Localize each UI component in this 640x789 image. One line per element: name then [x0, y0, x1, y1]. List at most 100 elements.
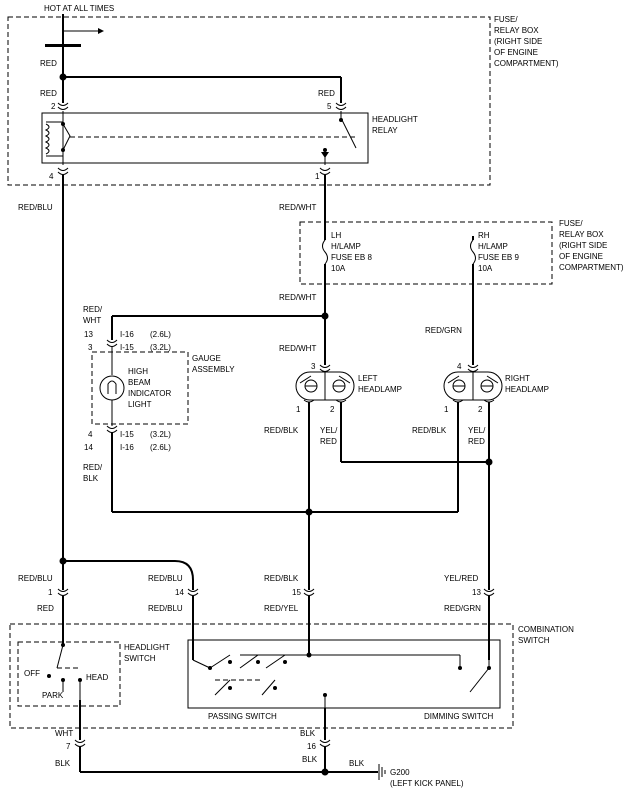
wire-red-wht-3: RED/WHT [279, 344, 316, 353]
svg-text:I-15: I-15 [120, 343, 134, 352]
wire-wht-7: WHT [55, 729, 73, 738]
svg-text:FUSE EB 8: FUSE EB 8 [331, 253, 372, 262]
svg-text:3: 3 [88, 343, 93, 352]
indicator-label-1: HIGH [128, 367, 148, 376]
right-headlamp: 4 RIGHT HEADLAMP 1 2 [443, 362, 549, 414]
svg-text:2: 2 [478, 405, 483, 414]
indicator-label-2: BEAM [128, 378, 151, 387]
headlight-relay: HEADLIGHT RELAY [41, 111, 418, 165]
gauge-label-2: ASSEMBLY [192, 365, 235, 374]
battery-bar [45, 44, 81, 47]
svg-text:RH: RH [478, 231, 490, 240]
power-source: HOT AT ALL TIMES [44, 4, 114, 47]
wire-red-wht-1: RED/WHT [279, 203, 316, 212]
svg-text:(3.2L): (3.2L) [150, 430, 171, 439]
wire-red-blk-r: RED/BLK [412, 426, 447, 435]
wire-red-blu-sw14a: RED/BLU [148, 574, 183, 583]
svg-text:RIGHT: RIGHT [505, 374, 530, 383]
svg-text:FUSE EB 9: FUSE EB 9 [478, 253, 519, 262]
switch-head-label: HEAD [86, 673, 108, 682]
combo-pin-7: 7 [66, 742, 71, 751]
svg-text:(RIGHT SIDE: (RIGHT SIDE [494, 37, 542, 46]
wire-red-wht-gauge-2: WHT [83, 316, 101, 325]
combo-pin-16: 16 [307, 742, 316, 751]
svg-text:COMPARTMENT): COMPARTMENT) [559, 263, 624, 272]
wire-red-blk-l: RED/BLK [264, 426, 299, 435]
relay-pin-2: 2 [51, 102, 56, 111]
dimming-switch-label: DIMMING SWITCH [424, 712, 494, 721]
splice-blk [321, 768, 329, 776]
fuse-box-top-label: FUSE/ RELAY BOX (RIGHT SIDE OF ENGINE CO… [494, 15, 559, 68]
passing-switch-contacts [192, 652, 491, 708]
svg-text:OF ENGINE: OF ENGINE [559, 252, 603, 261]
ground-id: G200 [390, 768, 410, 777]
wire-red-sw1: RED [37, 604, 54, 613]
wire-red-yel-sw15: RED/YEL [264, 604, 299, 613]
wire-red-blk-sw15: RED/BLK [264, 574, 299, 583]
svg-text:I-16: I-16 [120, 330, 134, 339]
fuse-relay-box-top [7, 16, 491, 186]
svg-text:1: 1 [444, 405, 449, 414]
svg-text:H/LAMP: H/LAMP [331, 242, 361, 251]
svg-text:(2.6L): (2.6L) [150, 443, 171, 452]
relay-pin-4: 4 [49, 172, 54, 181]
passing-dimming-switch [187, 639, 501, 709]
wire-yel-red-l-2: RED [320, 437, 337, 446]
gauge-assembly-box [91, 351, 189, 425]
wire-yel-red-r-1: YEL/ [468, 426, 486, 435]
splice-yel-red [485, 458, 493, 466]
headlight-switch-box [17, 641, 121, 707]
combo-pin-15: 15 [292, 588, 301, 597]
svg-text:2: 2 [330, 405, 335, 414]
indicator-label-3: INDICATOR [128, 389, 171, 398]
fuse-box-mid-label: FUSE/ RELAY BOX (RIGHT SIDE OF ENGINE CO… [559, 219, 624, 272]
wire-red-blu-sw14b: RED/BLU [148, 604, 183, 613]
rh-headlamp-fuse: RH H/LAMP FUSE EB 9 10A [470, 231, 519, 273]
high-beam-indicator-light [99, 375, 125, 401]
svg-text:LH: LH [331, 231, 341, 240]
wire-blk-16b: BLK [302, 755, 318, 764]
svg-text:FUSE/: FUSE/ [494, 15, 518, 24]
hot-at-all-times-label: HOT AT ALL TIMES [44, 4, 114, 13]
wire-blk-7: BLK [55, 759, 71, 768]
svg-text:RELAY BOX: RELAY BOX [494, 26, 539, 35]
svg-text:(2.6L): (2.6L) [150, 330, 171, 339]
svg-text:FUSE/: FUSE/ [559, 219, 583, 228]
svg-text:(3.2L): (3.2L) [150, 343, 171, 352]
combo-pin-13: 13 [472, 588, 481, 597]
lh-headlamp-fuse: LH H/LAMP FUSE EB 8 10A [322, 231, 372, 273]
svg-text:COMPARTMENT): COMPARTMENT) [494, 59, 559, 68]
wire-red-blu-sw1: RED/BLU [18, 574, 53, 583]
svg-text:I-16: I-16 [120, 443, 134, 452]
wire-red-grn-1: RED/GRN [425, 326, 462, 335]
wire-yel-red-r-2: RED [468, 437, 485, 446]
left-headlamp: 3 LEFT HEADLAMP 1 2 [295, 362, 402, 414]
gauge-label-1: GAUGE [192, 354, 221, 363]
svg-text:RELAY BOX: RELAY BOX [559, 230, 604, 239]
svg-text:4: 4 [457, 362, 462, 371]
wire-yel-red-sw13: YEL/RED [444, 574, 478, 583]
svg-text:10A: 10A [331, 264, 346, 273]
relay-pin-5: 5 [327, 102, 332, 111]
svg-text:HEADLAMP: HEADLAMP [505, 385, 549, 394]
combo-pin-1: 1 [48, 588, 53, 597]
wire-red-blk-gauge-2: BLK [83, 474, 99, 483]
svg-text:4: 4 [88, 430, 93, 439]
wire-red-wht-gauge-1: RED/ [83, 305, 103, 314]
wire-red-top: RED [40, 59, 57, 68]
svg-text:14: 14 [84, 443, 93, 452]
relay-label-1: HEADLIGHT [372, 115, 418, 124]
switch-park-label: PARK [42, 691, 64, 700]
relay-pin-1: 1 [315, 172, 320, 181]
gauge-connector-bottom: 4 I-15 (3.2L) 14 I-16 (2.6L) [84, 430, 171, 452]
headlight-switch-label-1: HEADLIGHT [124, 643, 170, 652]
ground-location: (LEFT KICK PANEL) [390, 779, 464, 788]
relay-label-2: RELAY [372, 126, 398, 135]
fuse-relay-box-mid [299, 221, 553, 285]
headlight-switch-label-2: SWITCH [124, 654, 156, 663]
combo-pin-14: 14 [175, 588, 184, 597]
wire-red-wht-2: RED/WHT [279, 293, 316, 302]
svg-text:OF ENGINE: OF ENGINE [494, 48, 538, 57]
indicator-label-4: LIGHT [128, 400, 152, 409]
